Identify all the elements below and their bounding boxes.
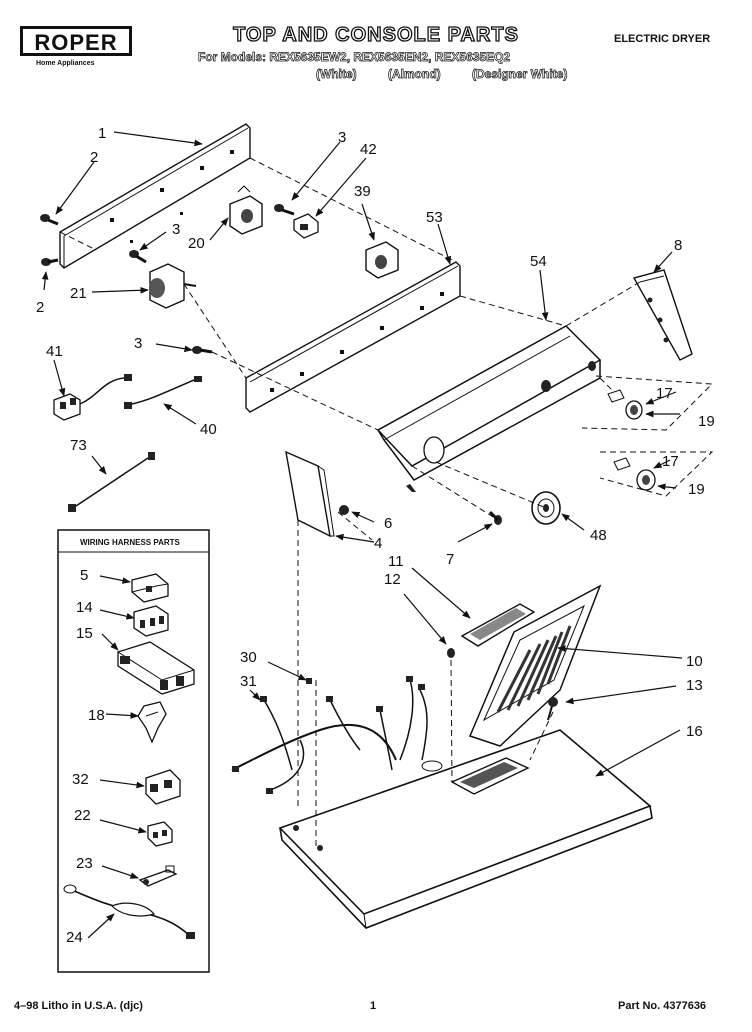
lint-base xyxy=(450,757,530,795)
lint-duct-10 xyxy=(468,584,602,747)
callout-2-upper: 2 xyxy=(90,149,98,166)
wire-harness-41 xyxy=(53,374,132,421)
wire-73 xyxy=(68,452,155,512)
callout-17-lower: 17 xyxy=(662,453,679,470)
models-line: For Models: REX5635EW2, REX5635EN2, REX5… xyxy=(198,50,511,65)
callout-7: 7 xyxy=(446,551,454,568)
screw-2-lower xyxy=(41,258,59,266)
connector-32-drawing xyxy=(145,769,181,805)
screw-7 xyxy=(488,510,502,525)
callout-30: 30 xyxy=(240,649,257,666)
model-variants: (White) (Almond) (Designer White) xyxy=(316,67,595,82)
callout-54: 54 xyxy=(530,253,547,270)
footer-page-number: 1 xyxy=(370,1000,377,1012)
variant-white: (White) xyxy=(316,67,357,82)
lint-filter-11 xyxy=(460,603,536,647)
callout-16: 16 xyxy=(686,723,703,740)
switch-20 xyxy=(229,185,263,235)
callout-10: 10 xyxy=(686,653,703,670)
connector-22-drawing xyxy=(147,821,173,847)
callout-42: 42 xyxy=(360,141,377,158)
footer-litho: 4–98 Litho in U.S.A. (djc) xyxy=(14,1000,143,1012)
brand-logo: ROPER xyxy=(20,26,132,56)
callout-5: 5 xyxy=(80,567,88,584)
screw-3-middle xyxy=(192,346,213,354)
callout-19-lower: 19 xyxy=(688,481,705,498)
timer-21 xyxy=(149,263,197,309)
callout-3-top: 3 xyxy=(338,129,346,146)
callout-2-lower: 2 xyxy=(36,299,44,316)
callout-15: 15 xyxy=(76,625,93,642)
screw-6 xyxy=(339,505,349,515)
callout-31: 31 xyxy=(240,673,257,690)
callout-21: 21 xyxy=(70,285,87,302)
terminal-23-drawing xyxy=(138,865,178,887)
callout-39: 39 xyxy=(354,183,371,200)
cord-24-drawing xyxy=(63,884,195,939)
callout-6: 6 xyxy=(384,515,392,532)
callout-19-upper: 19 xyxy=(698,413,715,430)
callout-24: 24 xyxy=(66,929,83,946)
knob-48 xyxy=(531,491,561,525)
callout-4: 4 xyxy=(374,535,382,552)
console-54 xyxy=(376,325,602,492)
connector-15-drawing xyxy=(117,641,195,695)
variant-almond: (Almond) xyxy=(388,67,441,82)
brand-subtitle: Home Appliances xyxy=(36,60,95,67)
callout-14: 14 xyxy=(76,599,93,616)
callout-41: 41 xyxy=(46,343,63,360)
inset-title: WIRING HARNESS PARTS xyxy=(80,538,181,547)
callout-8: 8 xyxy=(674,237,682,254)
brand-name: ROPER xyxy=(34,30,118,55)
footer-part-number: Part No. 4377636 xyxy=(618,1000,707,1012)
callout-1: 1 xyxy=(98,125,106,142)
screw-3-top xyxy=(274,204,295,216)
callout-32: 32 xyxy=(72,771,89,788)
screw-13 xyxy=(547,697,558,721)
knob-assembly-upper xyxy=(607,389,643,420)
dryer-top-16 xyxy=(278,729,653,929)
callout-11: 11 xyxy=(388,553,404,570)
console-back-panel-1 xyxy=(59,123,251,269)
console-bracket-53 xyxy=(245,261,461,413)
callout-22: 22 xyxy=(74,807,91,824)
assembly-guide-lines xyxy=(59,157,714,850)
callout-13: 13 xyxy=(686,677,703,694)
callout-53: 53 xyxy=(426,209,443,226)
screw-12 xyxy=(447,648,455,658)
screw-2-upper xyxy=(40,214,59,226)
end-cap-4 xyxy=(285,450,335,538)
variant-designer-white: (Designer White) xyxy=(472,67,568,82)
knob-assembly-lower xyxy=(613,457,656,491)
callout-40: 40 xyxy=(200,421,217,438)
callout-17-upper: 17 xyxy=(656,385,673,402)
callout-18: 18 xyxy=(88,707,105,724)
callout-20: 20 xyxy=(188,235,205,252)
clip-42 xyxy=(293,213,319,239)
leader-lines xyxy=(41,131,683,939)
callout-12: 12 xyxy=(384,571,401,588)
connector-14-drawing xyxy=(133,605,169,637)
main-wire-harness xyxy=(231,676,428,794)
clip-18-drawing xyxy=(137,701,167,744)
wire-40 xyxy=(124,376,202,409)
callout-23: 23 xyxy=(76,855,93,872)
callout-73: 73 xyxy=(70,437,87,454)
switch-39 xyxy=(365,241,399,279)
connector-5-drawing xyxy=(131,573,169,603)
end-cap-8 xyxy=(632,269,693,361)
wiring-harness-inset: WIRING HARNESS PARTS xyxy=(57,529,210,973)
callout-48: 48 xyxy=(590,527,607,544)
screw-3-left xyxy=(129,250,147,264)
page-title: TOP AND CONSOLE PARTS xyxy=(232,23,519,46)
callout-labels: 1 2 2 3 3 3 4 5 6 7 8 10 11 12 13 14 15 … xyxy=(36,125,715,946)
callout-3-left: 3 xyxy=(172,221,180,238)
appliance-type: ELECTRIC DRYER xyxy=(614,33,711,45)
callout-3-middle: 3 xyxy=(134,335,142,352)
